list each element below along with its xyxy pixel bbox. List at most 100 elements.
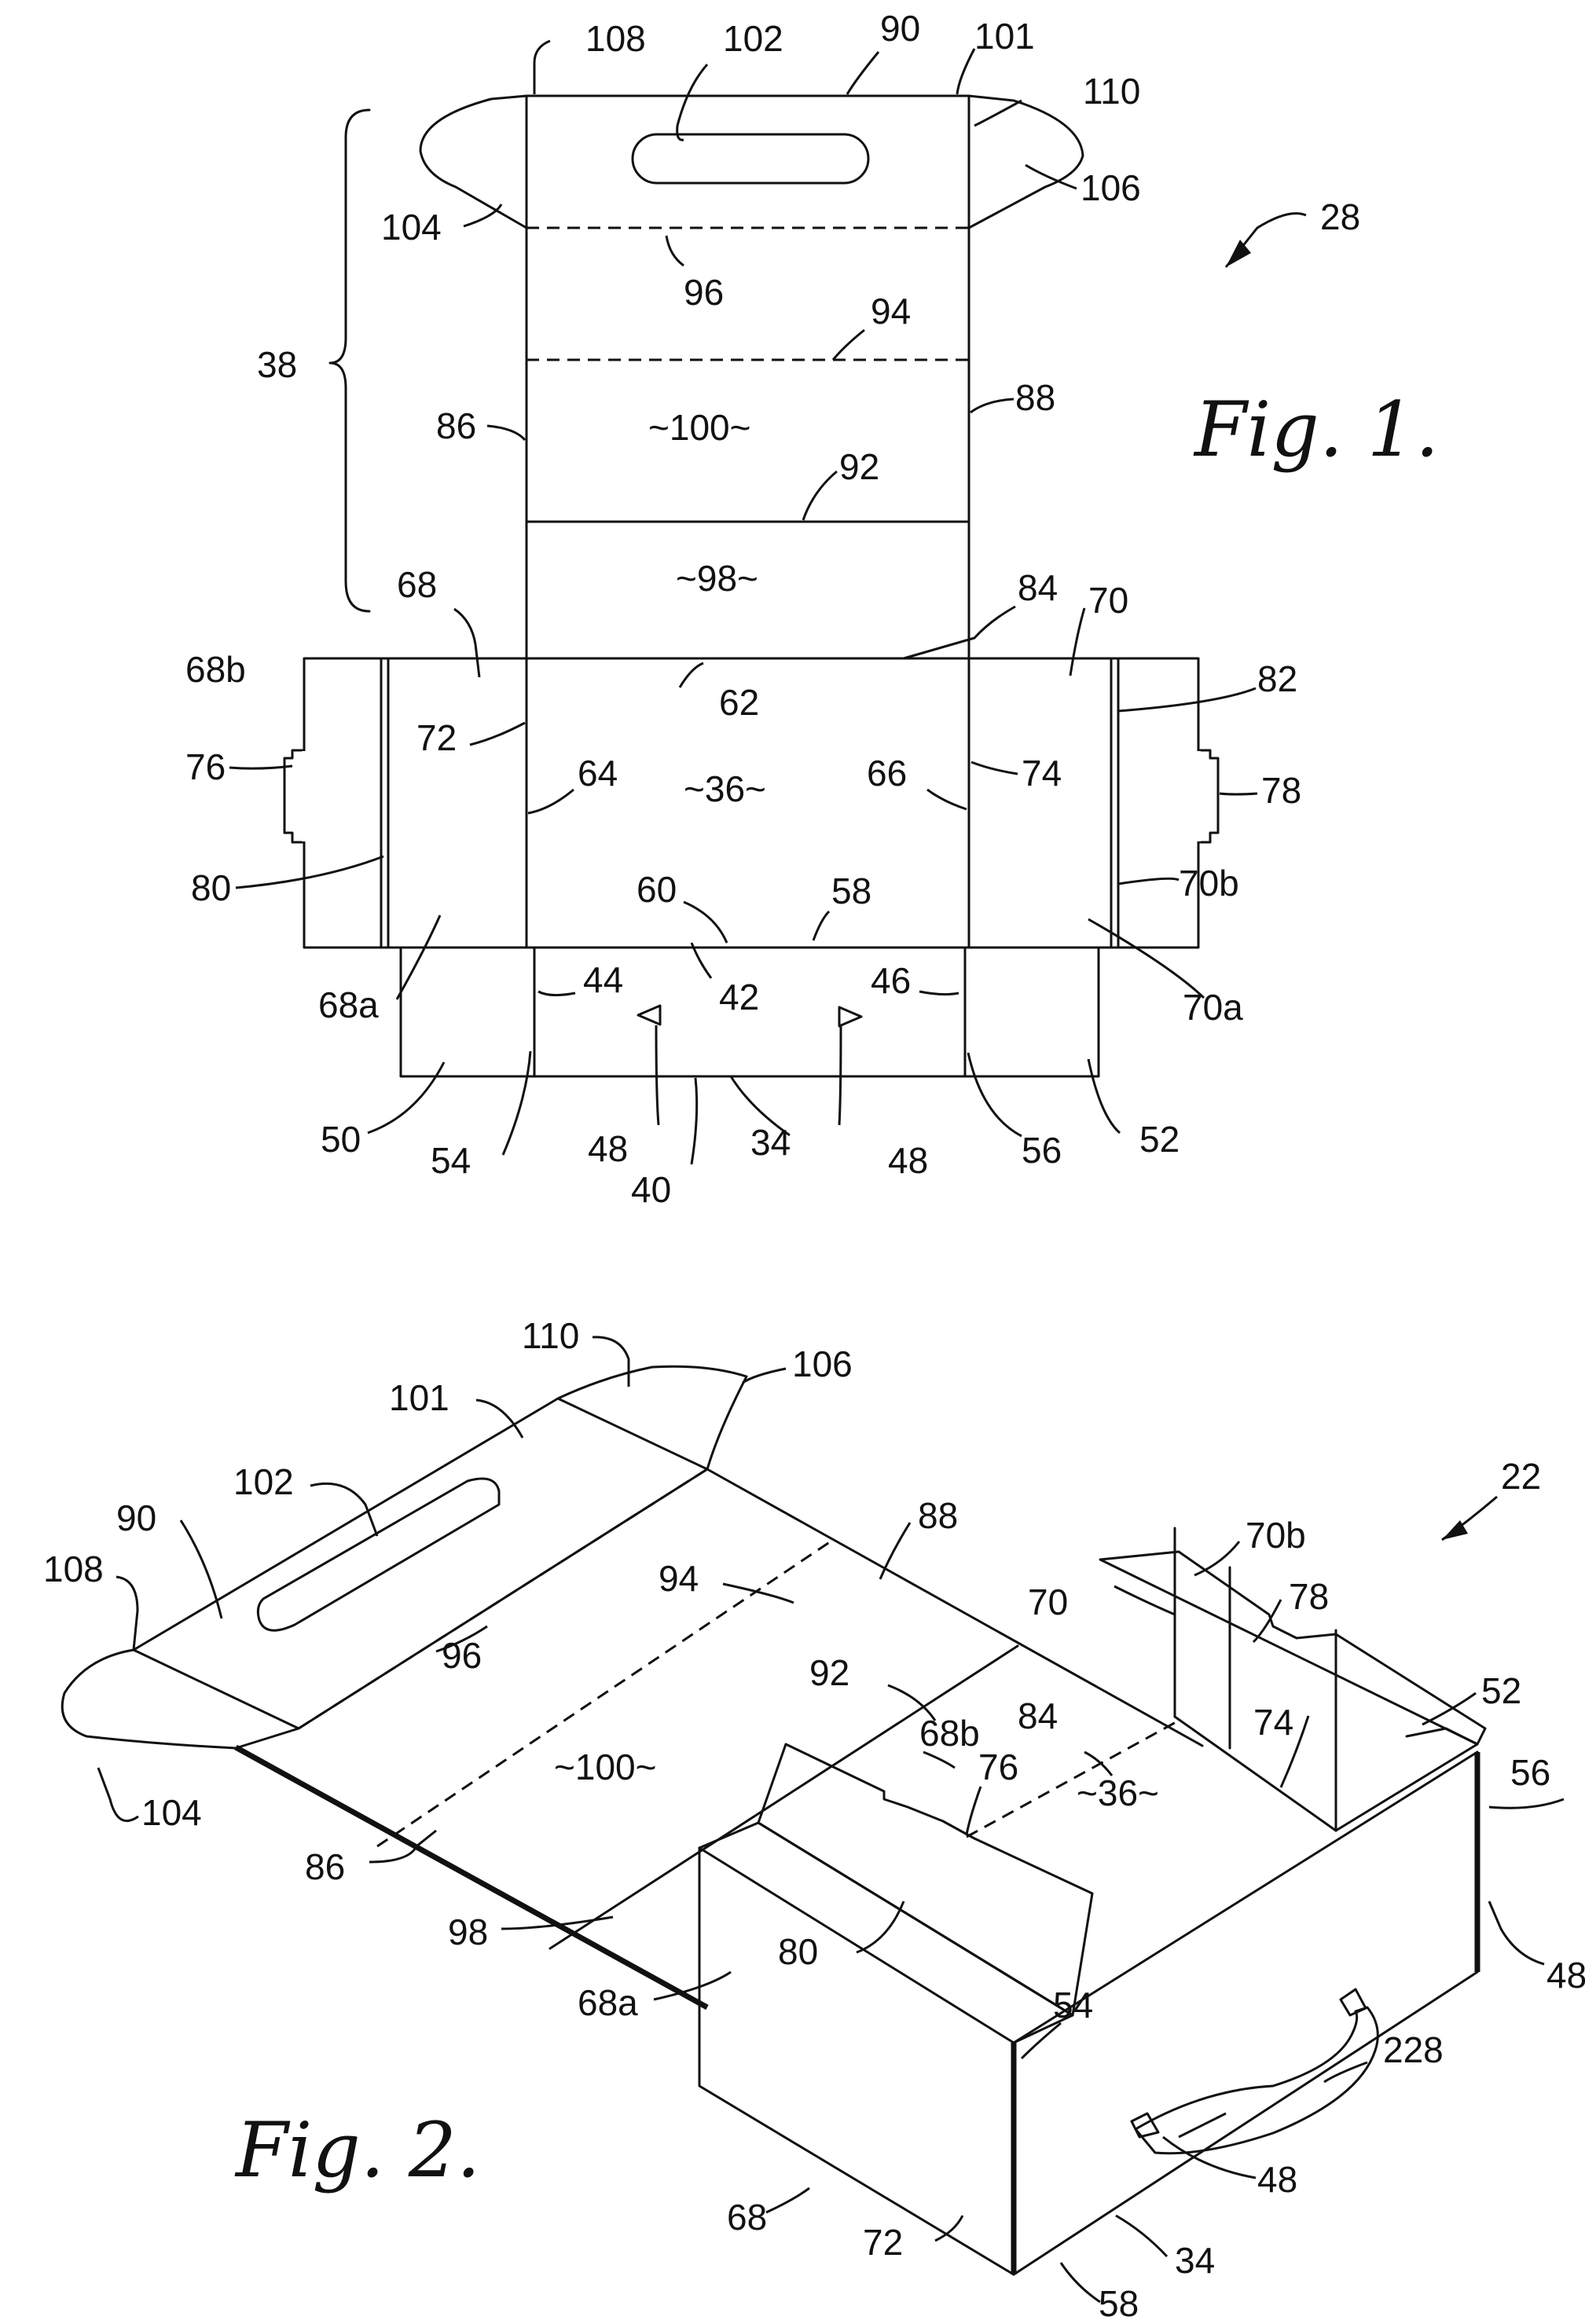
fig2-label-90: 90 <box>116 1497 156 1538</box>
fig2-panel-101 <box>134 1398 707 1728</box>
fig2-label-76: 76 <box>978 1747 1018 1787</box>
fig2-label-94: 94 <box>659 1558 699 1599</box>
fig1-tab-106 <box>969 96 1083 228</box>
fig2-fold-94 <box>377 1540 833 1846</box>
fig2-label-108: 108 <box>43 1549 104 1589</box>
fig1-label-40: 40 <box>631 1169 671 1210</box>
fig2-label-88: 88 <box>918 1495 958 1536</box>
fig1-label-101: 101 <box>974 16 1035 57</box>
fig2-label-98: 98 <box>448 1912 488 1952</box>
fig1-label-80: 80 <box>191 867 231 908</box>
fig1-tab-48-right <box>839 1007 861 1026</box>
fig2-label-56: 56 <box>1510 1752 1550 1793</box>
fig2-label-101: 101 <box>389 1377 449 1418</box>
fig1-label-70b: 70b <box>1179 863 1239 904</box>
fig1-label-38: 38 <box>257 344 297 385</box>
fig1-label-68: 68 <box>397 564 437 605</box>
fig1-label-58: 58 <box>831 871 871 911</box>
fig2-label-106: 106 <box>792 1343 853 1384</box>
fig2-label-100: ~100~ <box>554 1747 656 1787</box>
fig1-label-76: 76 <box>185 746 226 787</box>
fig1-caption: Fig. 1. <box>1193 386 1439 474</box>
fig2-labels: 110 106 101 102 90 22 88 108 94 70b 96 7… <box>43 1315 1585 2320</box>
fig2-tab-48-a <box>1341 1989 1366 2015</box>
fig2-tab-104 <box>62 1650 299 1748</box>
fig2-tab-68b <box>758 1744 1092 2015</box>
fig1-label-104: 104 <box>381 207 442 247</box>
fig2-label-102: 102 <box>233 1461 294 1502</box>
fig2-label-54: 54 <box>1053 1985 1093 2025</box>
fig1-label-48-right: 48 <box>888 1140 928 1181</box>
fig2-caption: Fig. 2. <box>234 2106 480 2194</box>
fig1-panel-101-outline <box>526 96 969 228</box>
fig1-label-90: 90 <box>880 8 920 49</box>
fig1-label-98: ~98~ <box>676 558 758 599</box>
fig1-label-106: 106 <box>1081 167 1141 208</box>
fig2-strap-228 <box>1136 2007 1378 2154</box>
fig1-label-68b: 68b <box>185 649 246 690</box>
fig1-label-70a: 70a <box>1183 987 1243 1028</box>
fig1-label-42: 42 <box>719 977 759 1017</box>
fig1-label-102: 102 <box>723 18 783 59</box>
fig1-label-70: 70 <box>1088 580 1128 621</box>
fig2-label-36: ~36~ <box>1077 1772 1159 1813</box>
fig1-handle-opening-102 <box>633 134 868 183</box>
fig2-label-52: 52 <box>1481 1670 1521 1711</box>
fig1-label-86: 86 <box>436 405 476 446</box>
fig1-label-28: 28 <box>1320 196 1360 237</box>
fig2-label-80: 80 <box>778 1931 818 1972</box>
fig2-fold-92 <box>550 1646 1018 1948</box>
fig1-label-108: 108 <box>585 18 646 59</box>
fig1-label-72: 72 <box>416 717 457 758</box>
fig2-label-58: 58 <box>1099 2283 1139 2320</box>
fig2-label-68a: 68a <box>578 1982 638 2023</box>
fig1-label-78: 78 <box>1261 770 1301 811</box>
fig1-label-74: 74 <box>1022 753 1062 794</box>
fig1-label-62: 62 <box>719 682 759 723</box>
fig1-notch-76 <box>284 750 304 842</box>
fig1-label-44: 44 <box>583 959 623 1000</box>
fig2-label-68: 68 <box>727 2197 767 2238</box>
fig2-label-110: 110 <box>522 1315 579 1356</box>
fig2-label-22: 22 <box>1501 1456 1541 1497</box>
fig2-label-70: 70 <box>1028 1582 1068 1622</box>
fig2-label-74: 74 <box>1253 1702 1293 1743</box>
fig2-label-34: 34 <box>1175 2240 1215 2281</box>
fig2-label-72: 72 <box>863 2222 903 2263</box>
fig1-label-88: 88 <box>1015 377 1055 418</box>
fig1-label-66: 66 <box>867 753 907 794</box>
fig1-tab-48-left <box>638 1006 660 1025</box>
fig2-label-84: 84 <box>1018 1695 1058 1736</box>
fig2-label-92: 92 <box>809 1652 849 1693</box>
fig1-label-84: 84 <box>1018 567 1058 608</box>
fig1-label-82: 82 <box>1257 658 1297 699</box>
fig1-label-36: ~36~ <box>684 768 766 809</box>
fig2-label-68b: 68b <box>919 1713 980 1754</box>
fig2-label-70b: 70b <box>1246 1515 1306 1556</box>
fig2-label-104: 104 <box>141 1792 202 1833</box>
fig2-label-86: 86 <box>305 1846 345 1887</box>
fig1-label-56: 56 <box>1022 1130 1062 1171</box>
fig1-label-46: 46 <box>871 960 911 1001</box>
fig1-bracket-38 <box>330 110 369 611</box>
fig1-label-64: 64 <box>578 753 618 794</box>
fig1-label-96: 96 <box>684 272 724 313</box>
fig1-labels: 108 102 90 101 110 104 106 28 96 94 38 8… <box>185 8 1439 1210</box>
fig1-label-68a: 68a <box>318 984 379 1025</box>
fig1-label-48-left: 48 <box>588 1128 628 1169</box>
fig2-tab-106 <box>558 1366 747 1469</box>
fig1-label-54: 54 <box>431 1140 471 1181</box>
fig2-tab-48-b <box>1132 2113 1158 2137</box>
fig2-label-48-bottom: 48 <box>1257 2159 1297 2200</box>
fig1-label-92: 92 <box>839 446 879 487</box>
fig2-fold-108 <box>134 1650 299 1728</box>
fig1-label-100: ~100~ <box>648 407 750 448</box>
fig2-label-228: 228 <box>1383 2029 1444 2070</box>
fig1-label-34: 34 <box>750 1122 791 1163</box>
fig2-label-78: 78 <box>1289 1576 1329 1617</box>
fig2-flap-52 <box>1336 1728 1477 1831</box>
fig2-label-48-top: 48 <box>1546 1955 1585 1996</box>
fig1-label-52: 52 <box>1139 1119 1180 1160</box>
